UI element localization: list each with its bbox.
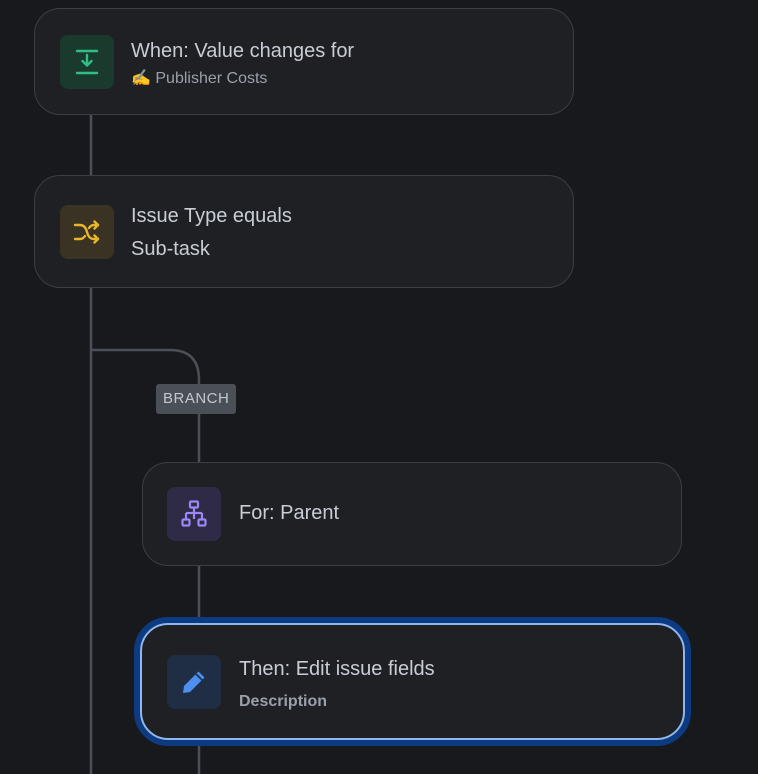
shuffle-icon (60, 205, 114, 259)
action-title: Then: Edit issue fields (239, 658, 435, 680)
condition-value: Sub-task (131, 238, 210, 260)
condition-card[interactable]: Issue Type equals Sub-task (34, 175, 574, 288)
hierarchy-icon (167, 487, 221, 541)
branch-rule-card[interactable]: For: Parent (142, 462, 682, 566)
branch-badge: BRANCH (156, 384, 237, 414)
trigger-title: When: Value changes for (131, 40, 355, 62)
pencil-icon (167, 655, 221, 709)
action-card[interactable]: Then: Edit issue fields Description (140, 623, 685, 740)
download-arrow-icon (60, 35, 114, 89)
branch-rule-title: For: Parent (239, 502, 340, 524)
condition-title: Issue Type equals (131, 205, 292, 227)
trigger-card[interactable]: When: Value changes for ✍️ Publisher Cos… (34, 8, 574, 115)
action-field: Description (239, 693, 328, 710)
trigger-field: ✍️ Publisher Costs (131, 70, 268, 87)
connector-branch-curve (91, 348, 201, 384)
